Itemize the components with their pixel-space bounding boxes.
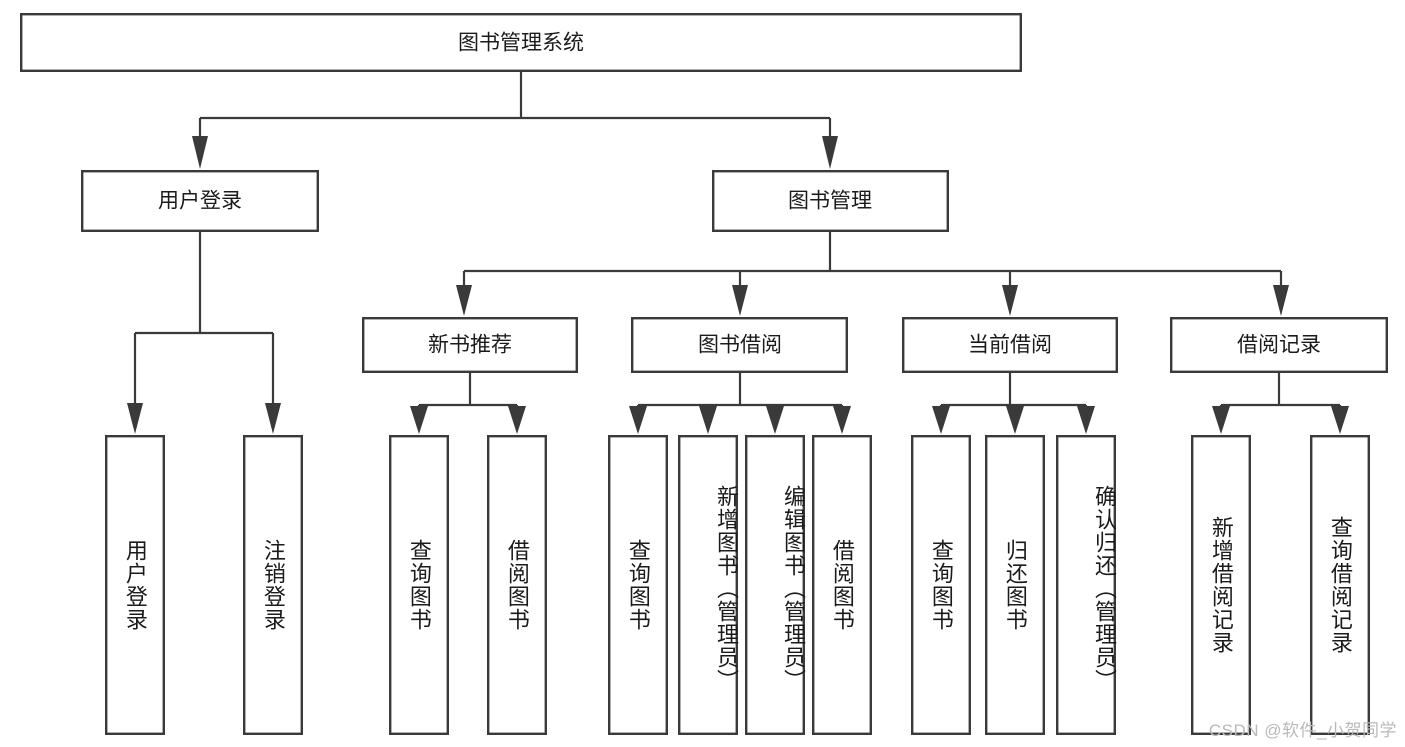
node-new-book-rec-box[interactable]	[362, 317, 579, 374]
connector-book-borrow-to-leaves	[629, 372, 851, 434]
arrow-head-leaf-query-book-2	[629, 406, 647, 434]
leaf-user-login-box[interactable]	[104, 435, 165, 736]
watermark-text: CSDN @软件_小贺同学	[1208, 721, 1397, 740]
node-borrow-record-label: 借阅记录	[1237, 334, 1321, 357]
leaf-confirm-return-box[interactable]	[1055, 435, 1116, 736]
connector-user-login-to-leaves	[127, 231, 281, 434]
leaf-query-record-box[interactable]	[1309, 435, 1370, 736]
leaf-query-book-2-box[interactable]	[608, 435, 669, 736]
arrow-head-leaf-borrow-book-1	[508, 406, 526, 434]
node-current-borrow[interactable]: 当前借阅	[902, 317, 1119, 374]
node-book-manage-box[interactable]	[712, 169, 950, 232]
arrow-head-user-login	[192, 136, 208, 169]
arrow-head-leaf-query-record	[1331, 406, 1349, 434]
arrow-head-leaf-query-book-3	[932, 406, 950, 434]
arrow-head-current-borrow	[1002, 285, 1018, 316]
arrow-head-leaf-return-book	[1006, 406, 1024, 434]
connector-book-manage-to-level2	[456, 231, 1289, 316]
node-book-manage-label: 图书管理	[788, 190, 872, 213]
leaf-query-book-1-box[interactable]	[389, 435, 450, 736]
leaf-return-book-box[interactable]	[985, 435, 1046, 736]
node-root[interactable]: 图书管理系统	[20, 12, 1022, 72]
leaf-boxes-group	[104, 435, 1370, 736]
node-borrow-record[interactable]: 借阅记录	[1169, 317, 1388, 374]
node-book-borrow[interactable]: 图书借阅	[631, 317, 849, 374]
node-new-book-rec[interactable]: 新书推荐	[362, 317, 579, 374]
node-current-borrow-box[interactable]	[902, 317, 1119, 374]
arrow-head-leaf-add-record	[1212, 406, 1230, 434]
leaf-add-record-box[interactable]	[1190, 435, 1251, 736]
arrow-head-leaf-borrow-book-2	[833, 406, 851, 434]
leaf-borrow-book-1-box[interactable]	[487, 435, 548, 736]
leaf-add-book-box[interactable]	[678, 435, 739, 736]
arrow-head-leaf-user-login	[127, 403, 143, 434]
arrow-head-leaf-add-book	[699, 406, 717, 434]
arrow-head-leaf-user-logout	[265, 403, 281, 434]
node-book-borrow-box[interactable]	[631, 317, 849, 374]
node-user-login-box[interactable]	[80, 169, 320, 232]
arrow-head-leaf-query-book-1	[410, 406, 428, 434]
node-book-borrow-label: 图书借阅	[698, 334, 782, 357]
arrow-head-leaf-confirm-return	[1077, 406, 1095, 434]
node-user-login[interactable]: 用户登录	[80, 169, 320, 232]
connector-new-book-rec-to-leaves	[410, 372, 526, 434]
leaf-user-logout-box[interactable]	[242, 435, 303, 736]
arrow-head-borrow-record	[1273, 285, 1289, 316]
leaf-edit-book-box[interactable]	[745, 435, 806, 736]
arrow-head-new-book-rec	[456, 285, 472, 316]
connector-current-borrow-to-leaves	[932, 372, 1095, 434]
arrow-head-leaf-edit-book	[766, 406, 784, 434]
connector-root-to-level1	[192, 71, 838, 169]
node-user-login-label: 用户登录	[158, 190, 242, 213]
node-root-label: 图书管理系统	[458, 32, 584, 55]
node-current-borrow-label: 当前借阅	[968, 334, 1052, 357]
node-book-manage[interactable]: 图书管理	[712, 169, 950, 232]
node-new-book-rec-label: 新书推荐	[428, 334, 512, 357]
connector-borrow-record-to-leaves	[1212, 372, 1349, 434]
arrow-head-book-borrow	[732, 285, 748, 316]
leaf-borrow-book-2-box[interactable]	[812, 435, 873, 736]
arrow-head-book-manage	[822, 136, 838, 169]
node-root-box[interactable]	[20, 12, 1022, 72]
node-borrow-record-box[interactable]	[1169, 317, 1388, 374]
leaf-query-book-3-box[interactable]	[911, 435, 972, 736]
